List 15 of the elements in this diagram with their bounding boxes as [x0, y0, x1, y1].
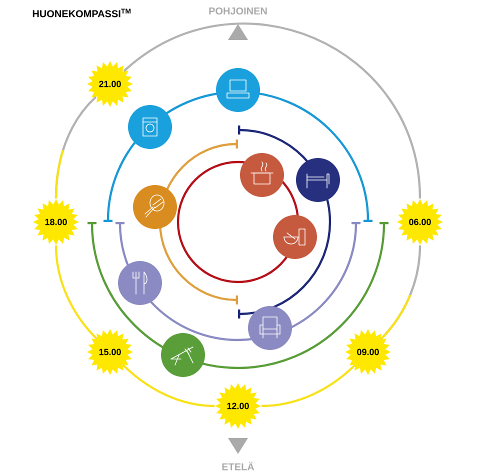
compass-label: ETELÄ	[222, 462, 254, 470]
sun-path	[54, 96, 97, 199]
sun-badge: 09.00	[345, 328, 391, 375]
sun-badge: 18.00	[33, 199, 79, 245]
sun-badge: 12.00	[215, 383, 261, 429]
sun-badge: 15.00	[87, 328, 133, 375]
sun-path	[123, 22, 422, 199]
sun-badge: 21.00	[87, 61, 133, 107]
sun-path	[380, 245, 422, 340]
sun-path	[54, 245, 98, 340]
sun-badge: 06.00	[397, 199, 443, 245]
compass-label: POHJOINEN	[209, 7, 267, 15]
sun-path	[122, 364, 215, 408]
sun-path	[261, 364, 356, 408]
title: HUONEKOMPASSI$^{TM}$	[32, 8, 131, 18]
